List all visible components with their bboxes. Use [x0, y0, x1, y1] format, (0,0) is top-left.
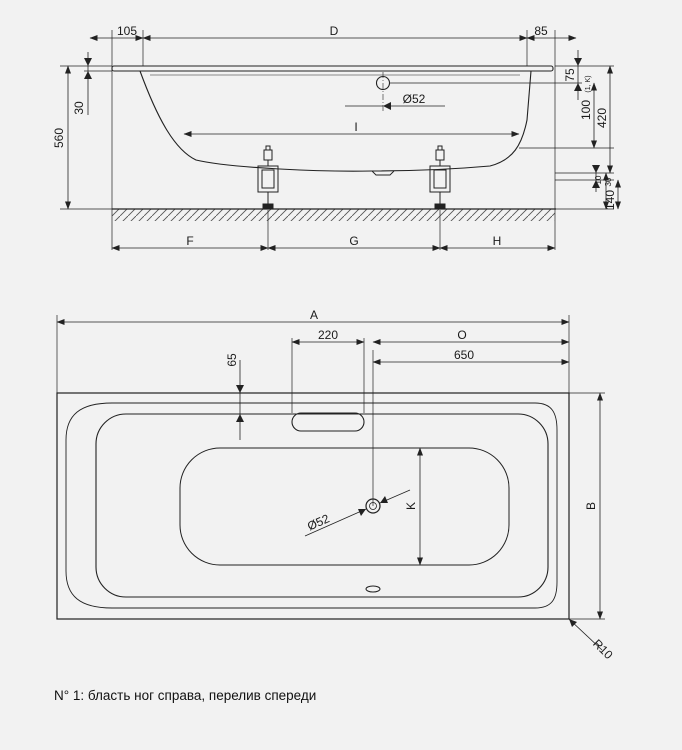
tub-inner-rim	[65, 402, 558, 609]
label-a: A	[310, 308, 318, 322]
tub-body	[139, 70, 532, 172]
label-100: 100	[579, 100, 593, 120]
label-140: 140	[603, 190, 617, 210]
caption: N° 1: бласть ног справа, перелив спереди	[54, 688, 317, 703]
label-g: G	[349, 234, 358, 248]
label-105: 105	[117, 24, 137, 38]
side-view	[60, 30, 621, 251]
tub-bottom	[179, 447, 510, 566]
label-k: K	[404, 502, 418, 510]
right-foot	[429, 145, 451, 210]
left-foot	[257, 145, 279, 210]
label-30-left: 30	[72, 101, 86, 115]
tub-drain-bump	[371, 170, 395, 176]
label-65: 65	[225, 353, 239, 367]
overflow-slot	[365, 585, 381, 593]
top-view	[56, 315, 605, 651]
label-r10: R10	[590, 636, 616, 662]
tub-outline	[56, 392, 570, 620]
label-overflow-52: Ø52	[403, 92, 426, 106]
label-100-note: (1, K)	[585, 75, 592, 92]
label-420: 420	[595, 108, 609, 128]
label-75: 75	[563, 68, 577, 82]
label-220: 220	[318, 328, 338, 342]
floor-hatching	[112, 209, 555, 221]
label-10: 10	[594, 175, 603, 184]
dim-drain-52	[304, 508, 367, 537]
label-h: H	[493, 234, 502, 248]
label-f: F	[186, 234, 193, 248]
tub-rim	[111, 65, 554, 72]
label-85: 85	[534, 24, 548, 38]
tub-basin	[95, 413, 549, 598]
label-o: O	[457, 328, 466, 342]
label-30-right: 30	[604, 177, 613, 186]
label-b: B	[584, 502, 598, 510]
label-560: 560	[52, 128, 66, 148]
label-d: D	[330, 24, 339, 38]
side-view-labels: 105 D 85 560 30 75 100 (1, K) 420 10 30 …	[52, 24, 617, 248]
label-i: I	[354, 120, 357, 134]
label-650: 650	[454, 348, 474, 362]
tub-handle	[291, 412, 365, 432]
